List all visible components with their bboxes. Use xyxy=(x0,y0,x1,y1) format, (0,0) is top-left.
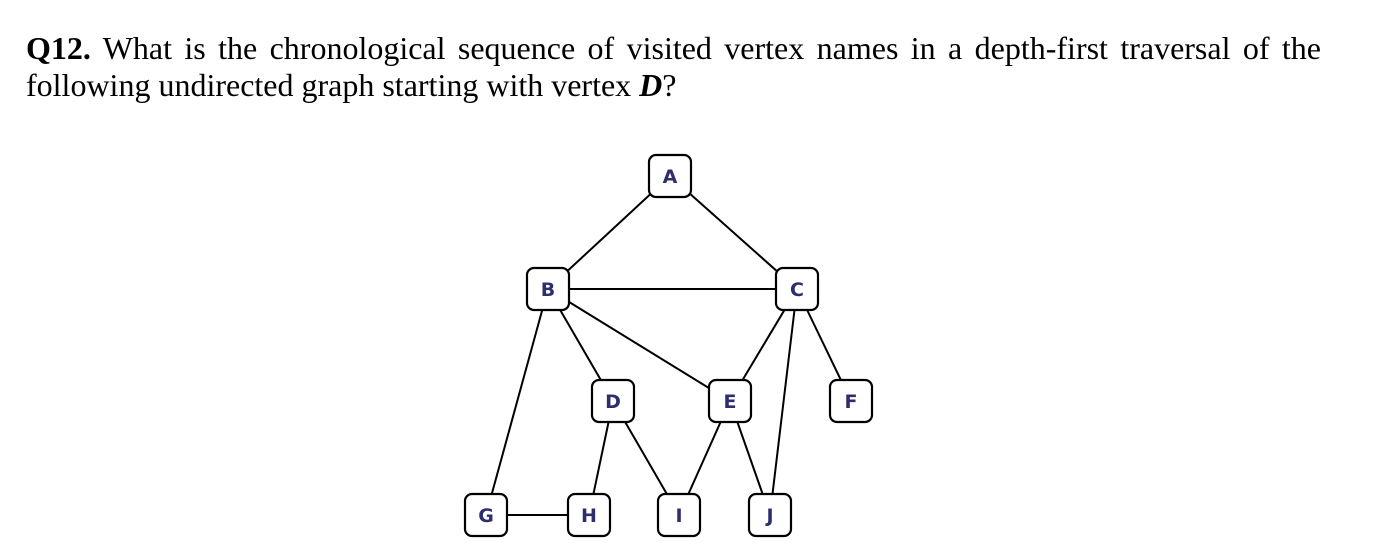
start-vertex: D xyxy=(639,67,663,103)
vertex-box xyxy=(647,153,693,199)
vertex-box xyxy=(656,492,702,538)
vertex-a: A xyxy=(647,153,693,199)
vertex-box xyxy=(566,492,612,538)
edge-b-e xyxy=(547,288,731,402)
vertex-box xyxy=(828,378,874,424)
vertex-d: D xyxy=(590,378,636,424)
vertex-i: I xyxy=(656,492,702,538)
vertex-label: C xyxy=(790,279,804,301)
vertex-box xyxy=(463,492,509,538)
vertex-label: A xyxy=(663,166,678,188)
vertex-c: C xyxy=(774,266,820,312)
vertex-label: F xyxy=(845,391,858,413)
vertex-b: B xyxy=(525,266,571,312)
edge-c-j xyxy=(769,288,798,516)
vertex-h: H xyxy=(566,492,612,538)
question-end: ? xyxy=(662,67,677,103)
vertex-box xyxy=(590,378,636,424)
vertex-f: F xyxy=(828,378,874,424)
vertex-box xyxy=(707,378,753,424)
edges-layer xyxy=(485,175,852,516)
vertex-j: J xyxy=(747,492,793,538)
question-number: Q12. xyxy=(26,30,91,66)
vertex-box xyxy=(747,492,793,538)
vertex-g: G xyxy=(463,492,509,538)
vertex-label: E xyxy=(724,391,737,413)
vertex-label: D xyxy=(605,391,621,413)
vertex-label: I xyxy=(675,505,682,527)
nodes-layer: A B C D E F G H I J xyxy=(463,153,874,538)
edge-a-c xyxy=(669,175,798,290)
vertex-box xyxy=(774,266,820,312)
vertex-box xyxy=(525,266,571,312)
question-text: Q12. What is the chronological sequence … xyxy=(26,30,1321,104)
vertex-label: G xyxy=(478,505,494,527)
edge-b-g xyxy=(485,288,549,516)
vertex-label: B xyxy=(541,279,555,301)
vertex-label: H xyxy=(581,505,597,527)
question-body: What is the chronological sequence of vi… xyxy=(26,30,1321,103)
vertex-label: J xyxy=(764,505,773,527)
vertex-e: E xyxy=(707,378,753,424)
